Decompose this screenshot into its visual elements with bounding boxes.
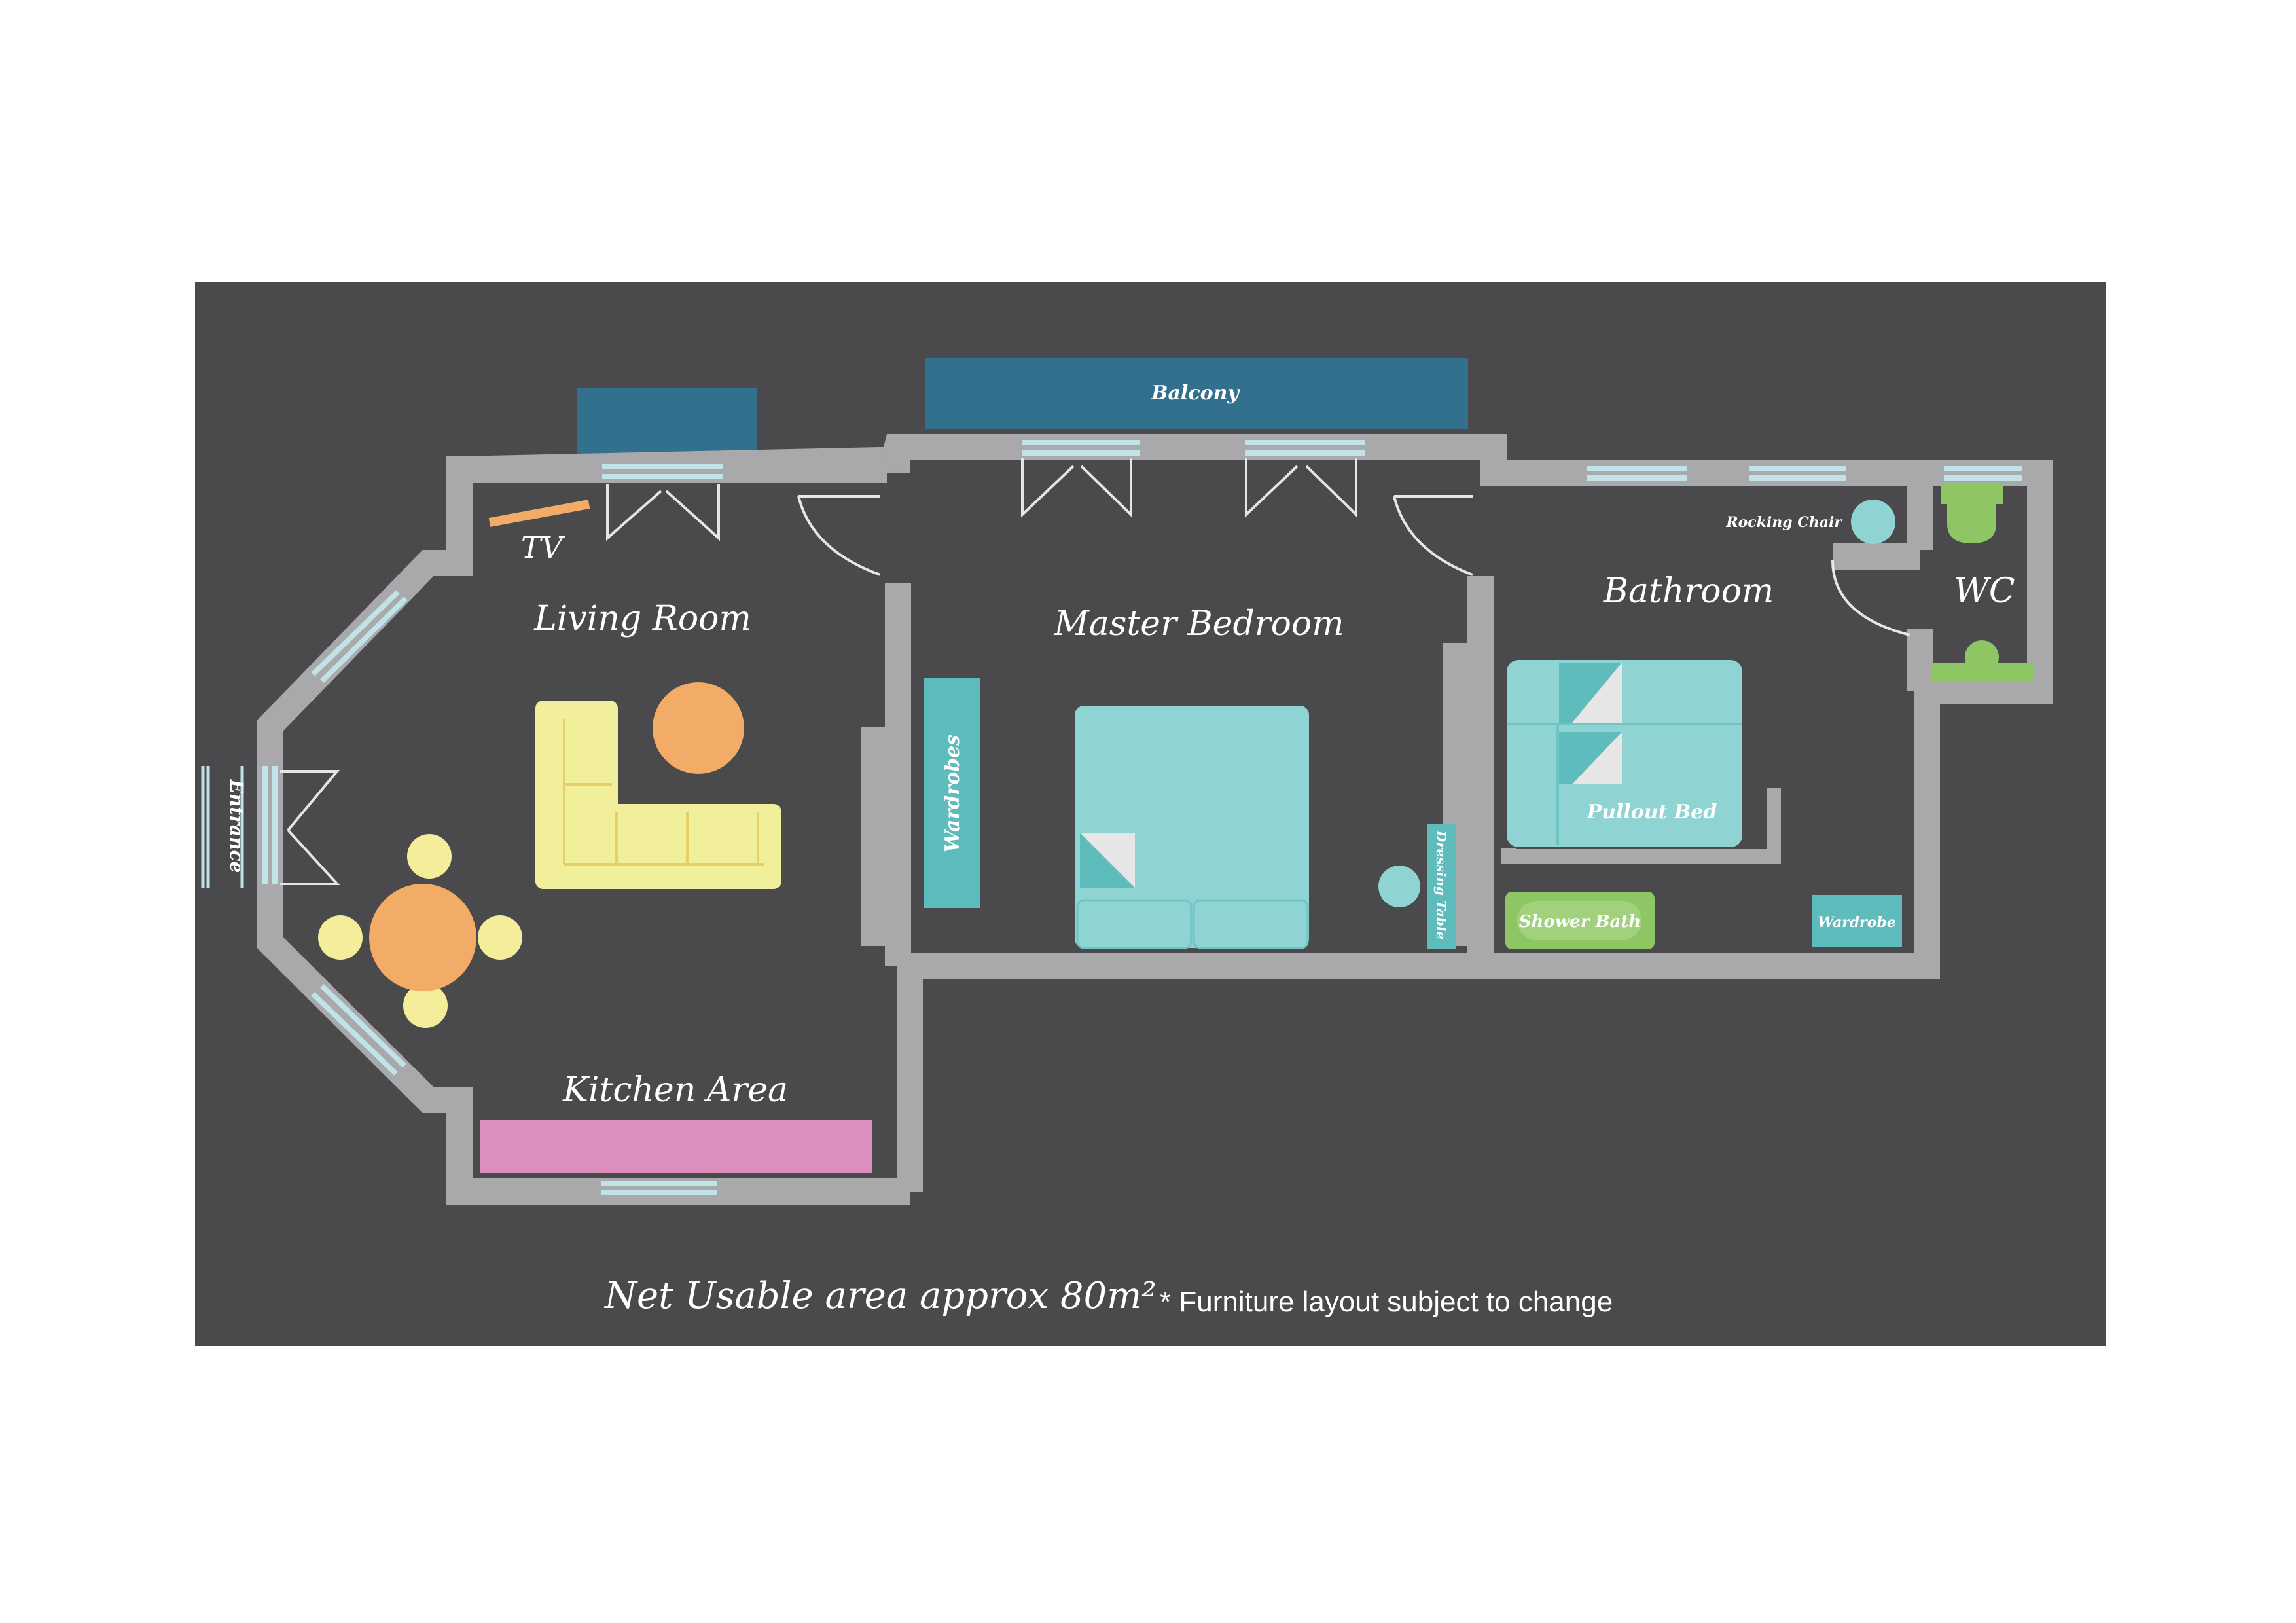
wardrobe-label: Wardrobe bbox=[1818, 914, 1896, 931]
entrance-marker bbox=[201, 766, 244, 888]
master-bedroom-label: Master Bedroom bbox=[1053, 604, 1344, 644]
dressing-table-label: Dressing Table bbox=[1433, 830, 1449, 939]
furniture-layout-note: * Furniture layout subject to change bbox=[1160, 1286, 1613, 1318]
walls bbox=[257, 434, 2053, 1205]
wall-living-outer bbox=[257, 447, 910, 1205]
rocking-chair bbox=[1851, 500, 1895, 544]
shower-bath-basin bbox=[1517, 901, 1641, 940]
bedroom-stool bbox=[1378, 866, 1420, 907]
windows bbox=[262, 440, 2022, 1195]
kitchen-area-label: Kitchen Area bbox=[562, 1070, 788, 1110]
net-usable-area: Net Usable area approx 80m² bbox=[603, 1275, 1157, 1317]
living-room-label: Living Room bbox=[533, 599, 751, 638]
coffee-table bbox=[653, 682, 744, 774]
tv-label: TV bbox=[521, 530, 566, 565]
tv bbox=[488, 500, 590, 527]
doors bbox=[280, 458, 1910, 885]
wardrobes bbox=[924, 678, 980, 908]
entrance-label: Entrance bbox=[226, 779, 247, 873]
kitchen-counter bbox=[480, 1120, 872, 1173]
balcony bbox=[925, 358, 1468, 429]
balcony-label: Balcony bbox=[1151, 382, 1240, 405]
dining-table bbox=[369, 884, 476, 991]
rocking-chair-label: Rocking Chair bbox=[1725, 514, 1842, 531]
wall-top bbox=[880, 434, 2053, 1192]
balcony-left bbox=[577, 388, 757, 458]
dining-set bbox=[318, 834, 522, 1028]
pullout-bed-label: Pullout Bed bbox=[1587, 801, 1717, 824]
dressing-table bbox=[1427, 824, 1456, 949]
pullout-bed-enclosure bbox=[1501, 788, 1781, 864]
shower-bath-label: Shower Bath bbox=[1519, 912, 1641, 932]
wardrobes-label: Wardrobes bbox=[941, 735, 964, 852]
bathroom-label: Bathroom bbox=[1603, 572, 1774, 611]
bathroom-wardrobe bbox=[1812, 895, 1902, 947]
wc-fixtures bbox=[1932, 483, 2033, 682]
l-sofa bbox=[535, 701, 781, 889]
master-bed bbox=[1075, 706, 1309, 949]
wc-label: WC bbox=[1954, 572, 2015, 611]
pullout-bed bbox=[1507, 660, 1742, 847]
